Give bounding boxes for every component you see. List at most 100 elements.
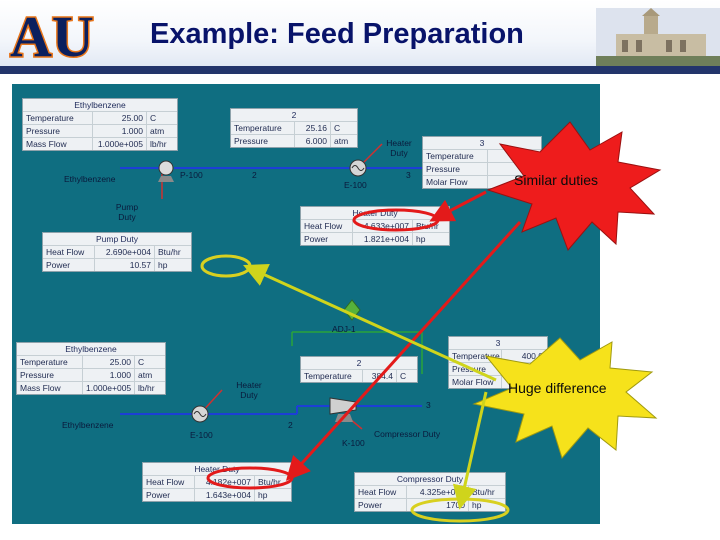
table-cell: hp [258, 490, 268, 500]
table-title: 3 [495, 338, 501, 348]
table-cell: 1.000e+005 [83, 382, 135, 394]
table-cell: Heat Flow [43, 246, 95, 258]
label-pump: P-100 [180, 170, 203, 180]
table-cell: Temperature [23, 112, 93, 124]
table-cell: C [334, 123, 341, 133]
exchanger-e100-top-icon [349, 159, 367, 177]
table-title: 2 [291, 110, 297, 120]
table-title: Ethylbenzene [74, 100, 126, 110]
label-adjust: ADJ-1 [332, 324, 356, 334]
table-cell: 2.690e+004 [95, 246, 155, 258]
table-title: Compressor Duty [396, 474, 464, 484]
adjust-icon [343, 299, 361, 321]
label-compressor-duty: Compressor Duty [374, 429, 441, 439]
table-cell: hp [158, 260, 168, 270]
table-cell: C [150, 113, 157, 123]
table-cell: 1.000 [93, 125, 147, 137]
table-cell: 400.0 [502, 350, 547, 362]
label-feed-bottom: Ethylbenzene [62, 420, 114, 430]
table-cell: atm [334, 136, 349, 146]
compressor-k100-icon [329, 397, 357, 422]
table-cell: Heat Flow [355, 486, 407, 498]
table-cell: Btu/hr [158, 247, 181, 257]
table-cell: atm [150, 126, 165, 136]
table-cell: lb/hr [138, 383, 155, 393]
table-title: Ethylbenzene [65, 344, 117, 354]
label-compressor: K-100 [342, 438, 365, 448]
slide-title: Example: Feed Preparation [150, 18, 524, 50]
label-heater-duty-bottom: Heater Duty [236, 380, 262, 400]
table-cell: 4.633e+007 [353, 220, 413, 232]
table-cell: atm [138, 370, 153, 380]
table-cell: Power [355, 499, 407, 511]
table-cell: Temperature [17, 356, 83, 368]
table-cell: 25.00 [83, 356, 135, 368]
table-cell: Temperature [449, 350, 502, 362]
table-cell: C [138, 357, 145, 367]
table-cell: Power [301, 233, 353, 245]
callout-similar-duties: Similar duties [514, 172, 599, 188]
label-heater-duty-top: Heater Duty [386, 138, 412, 158]
table-cell: 10.57 [95, 259, 155, 271]
table-cell: Power [43, 259, 95, 271]
table-row: Pressure [449, 362, 547, 375]
table-cell: 4.182e+007 [195, 476, 255, 488]
label-stream2-bottom: 2 [288, 420, 293, 430]
table-cell: Mass Flow [23, 138, 93, 150]
table-cell: Btu/hr [472, 487, 495, 497]
label-exchanger-bottom: E-100 [190, 430, 213, 440]
table-cell: 6.000 [295, 135, 331, 147]
table-cell: Btu/hr [258, 477, 281, 487]
table-cell: Temperature [301, 370, 363, 382]
table-cell: 1.643e+004 [195, 489, 255, 501]
label-stream3-bottom: 3 [426, 400, 431, 410]
hysys-flowsheet-panel: Ethylbenzene P-100 2 E-100 3 Pump Duty H… [12, 84, 600, 524]
table-title: Heater Duty [194, 464, 240, 474]
table-cell: 1.000 [83, 369, 135, 381]
table-cell: hp [416, 234, 426, 244]
label-exchanger-top: E-100 [344, 180, 367, 190]
table-cell: Pressure [23, 125, 93, 137]
label-stream3-top: 3 [406, 170, 411, 180]
table-cell: 1700 [407, 499, 469, 511]
table-cell: 400.0 [488, 150, 541, 162]
table-cell: Heat Flow [301, 220, 353, 232]
table-cell [502, 363, 547, 375]
header-rule [0, 66, 720, 74]
table-cell: lb/hr [150, 139, 167, 149]
exchanger-e100-bottom-icon [191, 405, 209, 423]
table-cell: 4.325e+006 [407, 486, 469, 498]
table-cell: 25.00 [93, 112, 147, 124]
table-cell: Pressure [423, 163, 488, 175]
table-cell: hp [472, 500, 482, 510]
label-feed-top: Ethylbenzene [64, 174, 116, 184]
label-pump-duty: Pump Duty [115, 202, 139, 222]
table-cell: 25.16 [295, 122, 331, 134]
table-cell: Molar Flow [423, 176, 488, 188]
table-cell: Power [143, 489, 195, 501]
table-title: 3 [479, 138, 485, 148]
table-title: Heater Duty [352, 208, 398, 218]
